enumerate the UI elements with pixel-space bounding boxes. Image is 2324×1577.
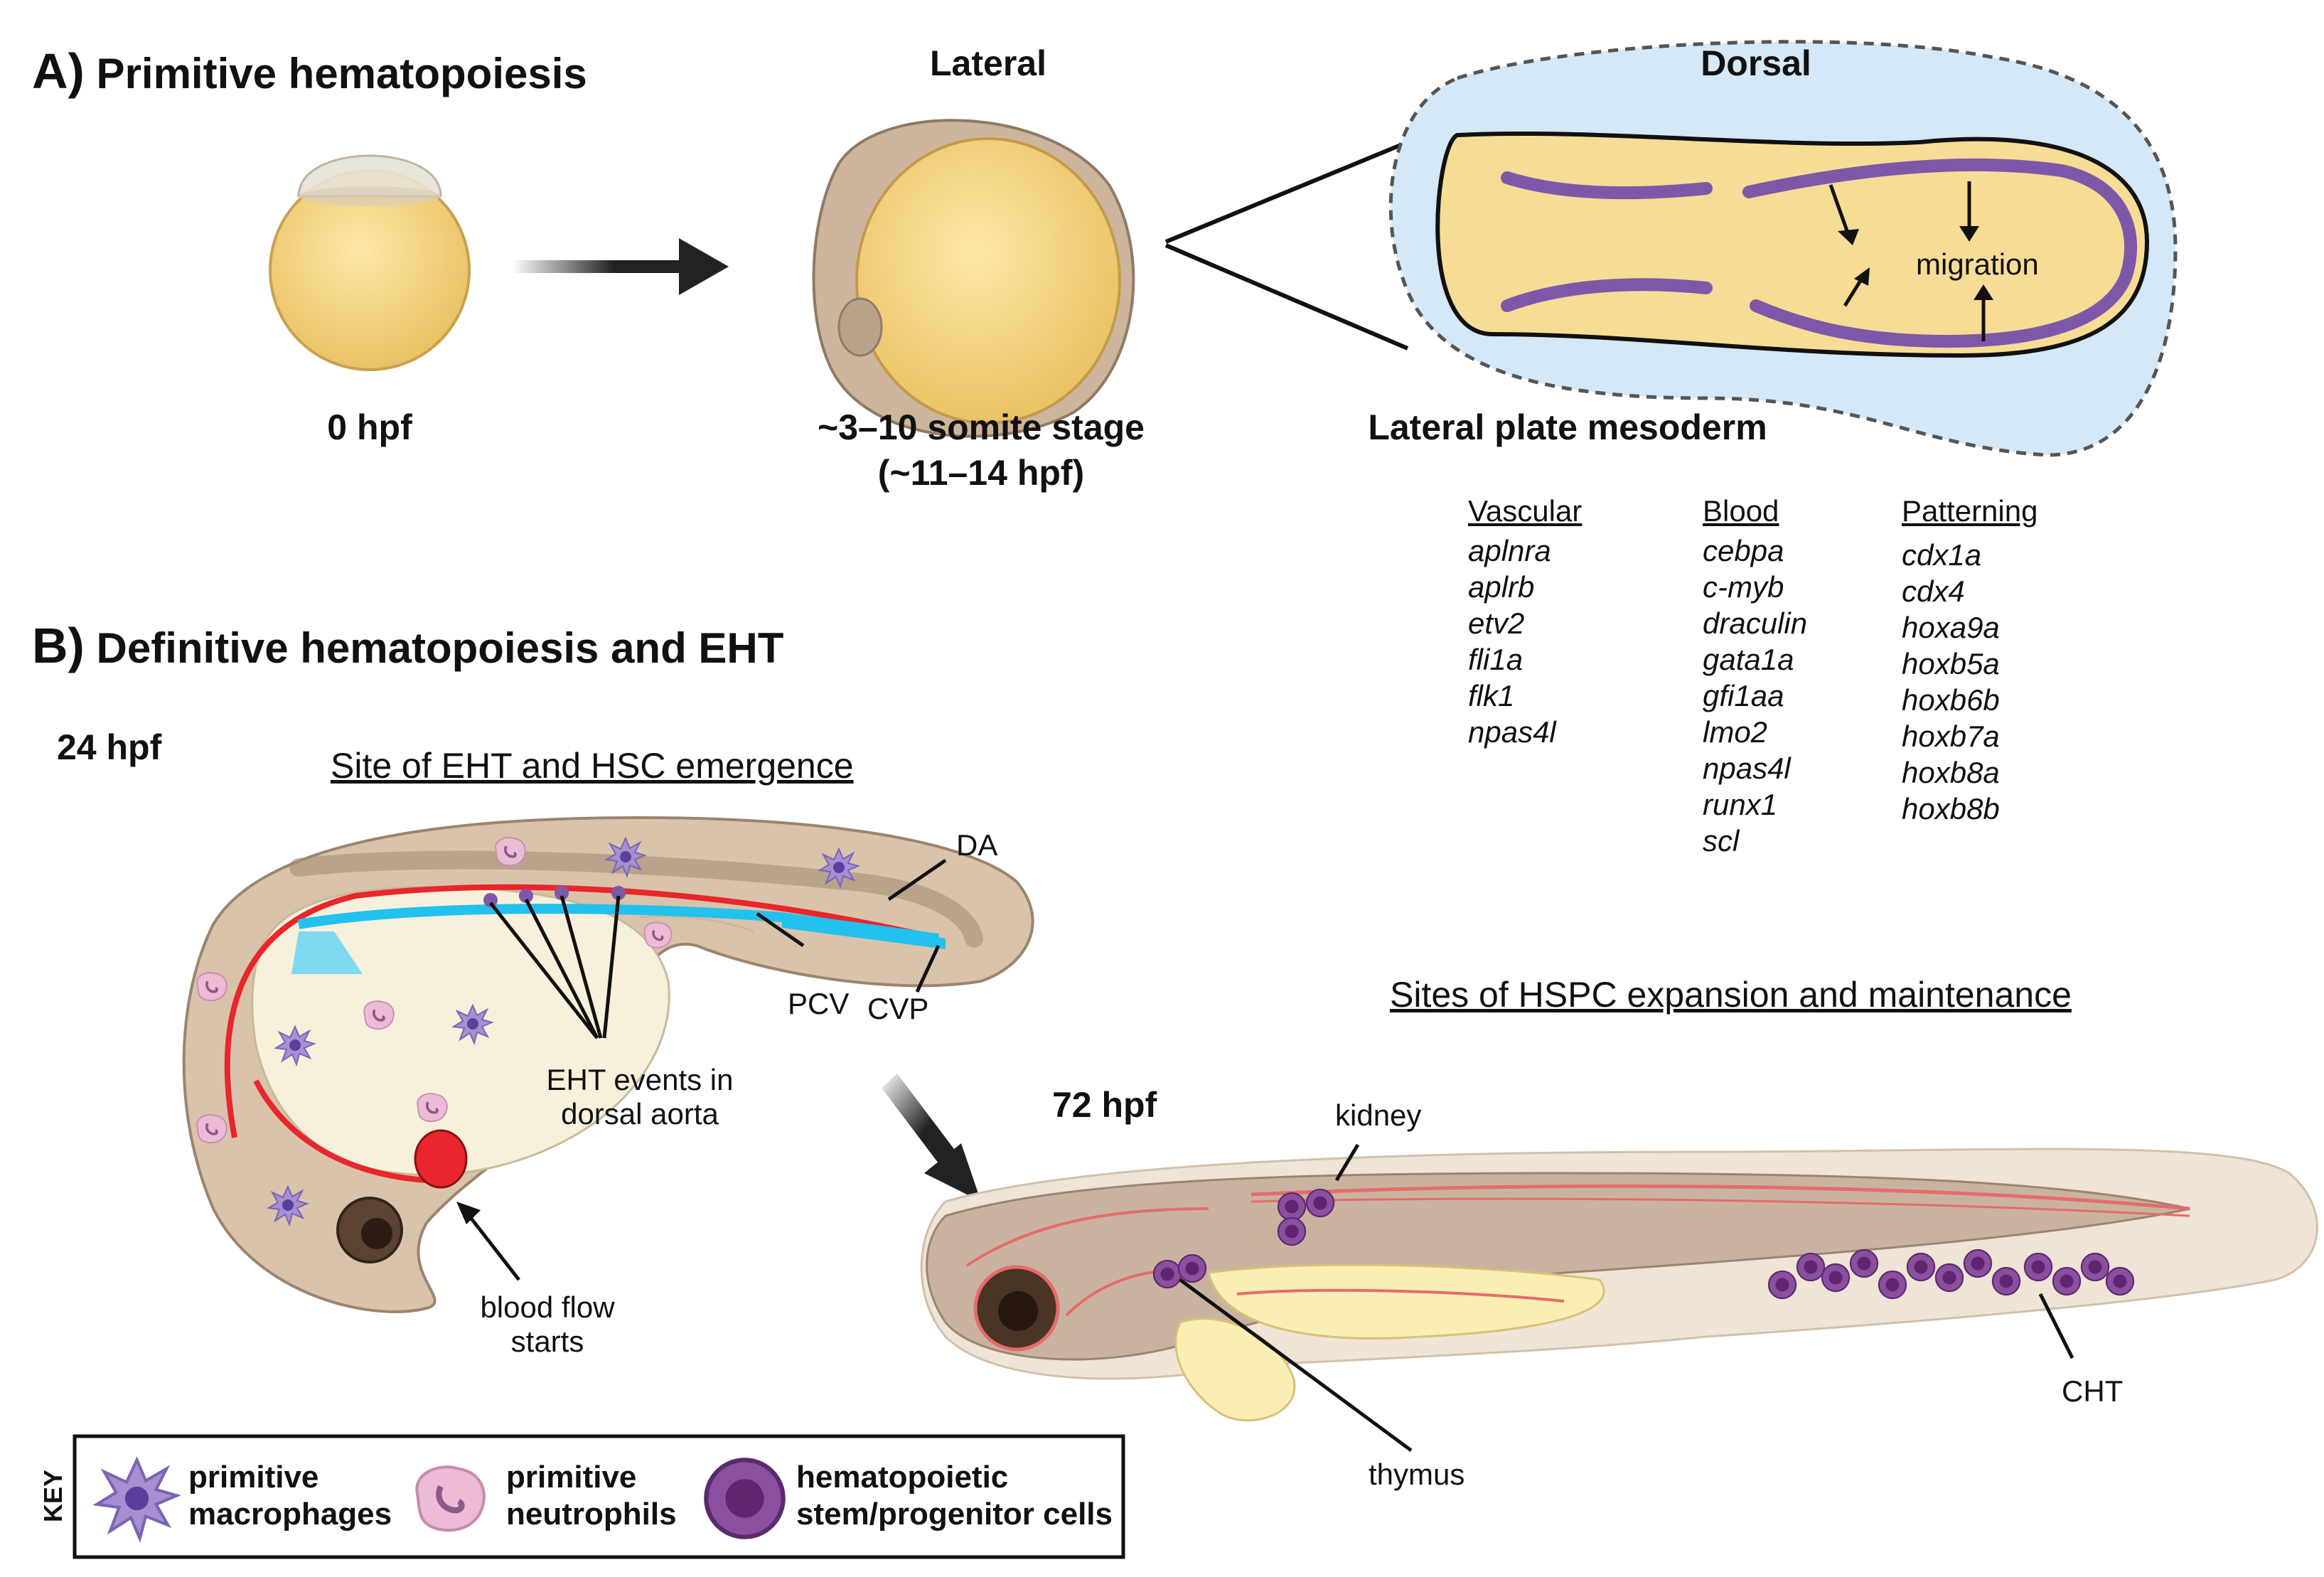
eht-label-line2: dorsal aorta <box>561 1097 719 1130</box>
blood-flow-label: blood flow starts <box>441 1290 654 1359</box>
cht-label: CHT <box>2062 1374 2124 1408</box>
key-neutrophils-line2: neutrophils <box>506 1497 677 1531</box>
eht-label-line1: EHT events in <box>546 1063 734 1096</box>
cvp-label: CVP <box>867 992 929 1025</box>
section-b-heading: B) Definitive hematopoiesis and EHT <box>32 617 783 674</box>
patterning-header: Patterning <box>1902 494 2038 528</box>
gene-item: draculin <box>1703 606 1808 640</box>
hspc-sites-title: Sites of HSPC expansion and maintenance <box>1390 975 2072 1015</box>
migration-label: migration <box>1916 247 2039 281</box>
gene-item: c-myb <box>1703 570 1784 604</box>
key-box <box>73 1434 1125 1559</box>
stage-0hpf-label: 0 hpf <box>327 407 412 447</box>
gene-item: scl <box>1703 824 1740 857</box>
gene-item: gfi1aa <box>1703 679 1784 712</box>
gene-item: fli1a <box>1468 643 1524 676</box>
gene-item: hoxb7a <box>1902 720 2000 753</box>
neutrophil-icon <box>417 1467 484 1530</box>
gene-item: lmo2 <box>1703 715 1768 749</box>
blood-flow-line2: starts <box>510 1325 584 1358</box>
gene-item: runx1 <box>1703 788 1778 821</box>
site-eht-title: Site of EHT and HSC emergence <box>331 746 854 786</box>
gene-item: etv2 <box>1468 606 1525 640</box>
section-a-heading: A) Primitive hematopoiesis <box>32 43 587 100</box>
key-tag: KEY <box>38 1469 68 1523</box>
egg-0hpf-illustration <box>269 154 471 371</box>
lpm-label: Lateral plate mesoderm <box>1368 407 1767 447</box>
eht-events-label: EHT events in dorsal aorta <box>498 1063 782 1131</box>
gene-item: hoxa9a <box>1902 611 2000 644</box>
dorsal-view-illustration <box>1388 40 2178 457</box>
key-hspc-line1: hematopoietic <box>796 1460 1009 1495</box>
label-lines-72hpf <box>1179 1143 2074 1453</box>
somite-embryo-lateral-illustration <box>812 119 1135 438</box>
stage-72hpf-label: 72 hpf <box>1052 1085 1157 1125</box>
zoom-line-bottom <box>1164 243 1409 351</box>
key-neutrophils-line1: primitive <box>506 1460 637 1495</box>
gene-item: hoxb5a <box>1902 647 2000 680</box>
gene-item: aplnra <box>1468 534 1551 567</box>
key-macrophages-line1: primitive <box>188 1460 319 1495</box>
stage-24hpf-label: 24 hpf <box>57 727 162 767</box>
thymus-label: thymus <box>1369 1458 1465 1491</box>
gene-item: aplrb <box>1468 570 1535 604</box>
blood-header: Blood <box>1703 494 1779 528</box>
stage-somite-line1: ~3–10 somite stage <box>818 407 1145 447</box>
key-hspc-label: hematopoietic stem/progenitor cells <box>796 1459 1113 1533</box>
larva-72hpf-illustration <box>920 1148 2318 1422</box>
gene-item: flk1 <box>1468 679 1515 712</box>
development-arrow-24-to-72 <box>882 1074 981 1202</box>
lateral-label: Lateral <box>930 43 1046 83</box>
key-macrophages-line2: macrophages <box>188 1497 392 1531</box>
patterning-gene-column: Patterning cdx1a cdx4 hoxa9a hoxb5a hoxb… <box>1902 494 2037 827</box>
vascular-gene-column: Vascular aplnra aplrb etv2 fli1a flk1 np… <box>1468 494 1582 750</box>
section-b-letter: B) <box>32 618 85 673</box>
vascular-header: Vascular <box>1468 494 1583 528</box>
label-lines-24hpf <box>456 858 947 1281</box>
section-a-title: Primitive hematopoiesis <box>96 50 587 97</box>
gene-item: cdx4 <box>1902 574 1965 608</box>
zoom-line-top <box>1164 140 1409 244</box>
hspc-icon <box>706 1460 783 1536</box>
da-label: DA <box>956 828 998 862</box>
stage-progress-arrow <box>512 238 729 295</box>
kidney-label: kidney <box>1335 1098 1422 1132</box>
embryo-24hpf-illustration <box>182 816 1034 1313</box>
gene-item: npas4l <box>1468 715 1556 749</box>
gene-item: hoxb6b <box>1902 683 2000 717</box>
key-hspc-line2: stem/progenitor cells <box>796 1497 1113 1531</box>
pcv-label: PCV <box>788 987 850 1020</box>
gene-item: cebpa <box>1703 534 1784 567</box>
gene-item: hoxb8b <box>1902 792 2000 825</box>
blood-flow-line1: blood flow <box>480 1290 615 1324</box>
gene-item: hoxb8a <box>1902 756 2000 789</box>
gene-item: gata1a <box>1703 643 1794 676</box>
stage-somite-line2: (~11–14 hpf) <box>877 453 1085 493</box>
key-macrophages-label: primitive macrophages <box>188 1459 392 1533</box>
blood-gene-column: Blood cebpa c-myb draculin gata1a gfi1aa… <box>1703 494 1807 859</box>
dorsal-label: Dorsal <box>1701 43 1811 83</box>
gene-item: npas4l <box>1703 752 1791 785</box>
gene-item: cdx1a <box>1902 538 1982 572</box>
key-neutrophils-label: primitive neutrophils <box>506 1459 677 1533</box>
section-b-title: Definitive hematopoiesis and EHT <box>96 624 784 672</box>
section-a-letter: A) <box>32 43 85 99</box>
